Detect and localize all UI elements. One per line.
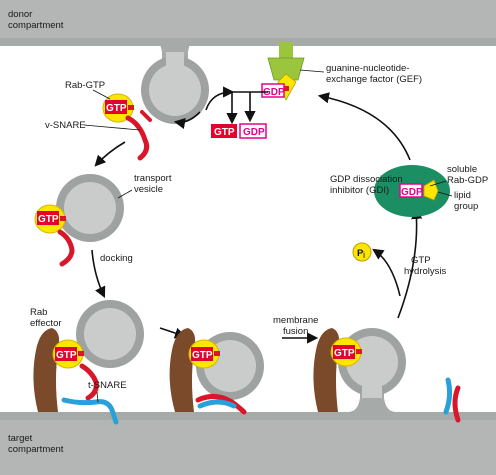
rab-gtp-protein-1: GTP [102, 93, 134, 123]
rab-effector-2 [169, 328, 196, 412]
rab-gtp-protein-3: GTP [52, 339, 84, 369]
v-snare-5 [452, 385, 461, 423]
gtp-tag-1: GTP [106, 103, 127, 114]
v-snare-4 [195, 394, 247, 415]
gtp-tag-5: GTP [334, 348, 355, 359]
budding-vesicle [141, 52, 209, 124]
donor-compartment-membrane [0, 0, 496, 60]
v-snare-2 [57, 229, 75, 267]
target-compartment-membrane [0, 392, 496, 475]
gdi-complex: GDP [374, 165, 450, 217]
rab-gtp-protein-5: GTP [330, 337, 362, 367]
lipid-group-label-line2: group [454, 201, 478, 212]
pi-label: P [357, 248, 364, 259]
t-snare-1 [61, 397, 115, 413]
rab-effector-3 [313, 328, 340, 412]
docking-label: docking [100, 253, 133, 264]
docking-vesicle [76, 300, 144, 368]
rab-effector-label-line1: Rab [30, 307, 47, 318]
t-snare-2 [197, 399, 237, 409]
transport-vesicle [56, 174, 124, 242]
t-snare-3 [443, 377, 453, 415]
gdi-label-line2: inhibitor (GDI) [330, 185, 389, 196]
v-snare-3 [79, 363, 99, 401]
gtp-tag-3: GTP [56, 350, 77, 361]
gef-protein: GDP [261, 42, 305, 101]
gef-label-line2: exchange factor (GEF) [326, 74, 422, 85]
gtp-hydrolysis-label-line2: hydrolysis [404, 266, 446, 277]
membrane-fusion-label-line2: fusion [283, 326, 308, 337]
gdp-tag-gef: GDP [263, 87, 285, 98]
transport-vesicle-label-line2: vesicle [134, 184, 163, 195]
phosphate-icon [352, 242, 372, 262]
rab-gtp-protein-2: GTP [34, 204, 66, 234]
gtp-tag-2: GTP [38, 214, 59, 225]
lipid-group-label-line1: lipid [454, 190, 471, 201]
gef-label-line1: guanine-nucleotide- [326, 63, 409, 74]
free-gtp-tag: GTP [211, 124, 237, 138]
t-snare-label: t-SNARE [88, 380, 127, 391]
v-snare-label: v-SNARE [45, 120, 86, 131]
gdi-label-line1: GDP dissociation [330, 174, 403, 185]
v-snare-1 [125, 115, 150, 161]
donor-label-line1: donor [8, 9, 32, 20]
soluble-rab-gdp-label-line2: Rab-GDP [447, 175, 488, 186]
soluble-rab-gdp-label-line1: soluble [447, 164, 477, 175]
gtp-hydrolysis-label-line1: GTP [411, 255, 431, 266]
rab-effector-1 [33, 328, 60, 412]
target-label-line2: compartment [8, 444, 64, 455]
gtp-tag-4: GTP [192, 350, 213, 361]
free-gdp-tag: GDP [239, 123, 267, 139]
membrane-fusion-label-line1: membrane [273, 315, 318, 326]
gtp-tag-free: GTP [214, 127, 235, 138]
donor-label-line2: compartment [8, 20, 64, 31]
gdp-tag-free: GDP [243, 127, 265, 138]
gdp-tag-gdi: GDP [401, 187, 423, 198]
rab-effector-label-line2: effector [30, 318, 62, 329]
transport-vesicle-label-line1: transport [134, 173, 172, 184]
rab-gtp-label: Rab-GTP [65, 80, 105, 91]
rab-gtp-protein-4: GTP [188, 339, 220, 369]
pi-subscript: i [363, 250, 365, 261]
target-label-line1: target [8, 433, 33, 444]
